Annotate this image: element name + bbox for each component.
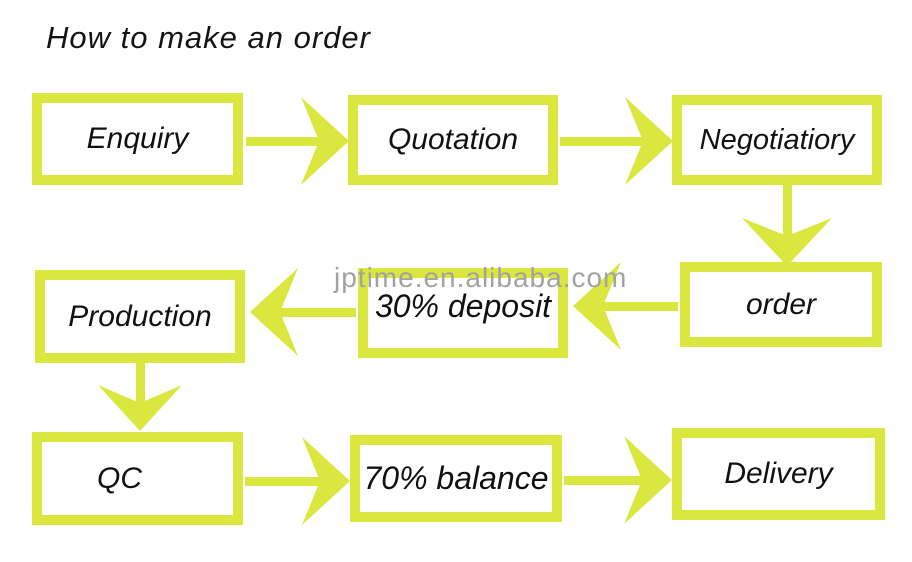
node-enquiry: Enquiry <box>32 93 243 185</box>
node-enquiry-label: Enquiry <box>86 122 189 155</box>
node-balance: 70% balance <box>350 435 562 522</box>
node-qc: QC <box>32 432 243 525</box>
arrow-deposit-to-production <box>250 268 356 356</box>
node-deposit: 30% deposit <box>358 268 568 358</box>
node-quotation: Quotation <box>348 95 558 185</box>
node-negotiation-label: Negotiatiory <box>699 123 855 156</box>
node-deposit-label: 30% deposit <box>374 288 552 324</box>
node-order-label: order <box>745 287 817 321</box>
arrow-order-to-deposit <box>573 262 678 350</box>
node-qc-label: QC <box>97 461 142 495</box>
node-quotation-label: Quotation <box>387 123 519 156</box>
node-negotiation: Negotiatiory <box>672 95 882 185</box>
arrow-enquiry-to-quotation <box>246 97 349 185</box>
node-production: Production <box>35 270 245 363</box>
node-delivery: Delivery <box>672 428 885 520</box>
node-balance-label: 70% balance <box>363 460 549 496</box>
arrow-qc-to-balance <box>245 437 350 525</box>
page-title: How to make an order <box>46 20 371 55</box>
node-production-label: Production <box>68 299 212 333</box>
arrow-production-to-qc <box>98 360 182 431</box>
arrow-negotiation-to-order <box>742 185 832 266</box>
node-delivery-label: Delivery <box>724 457 833 490</box>
node-order: order <box>680 262 882 347</box>
arrow-balance-to-delivery <box>564 436 672 524</box>
arrow-quotation-to-negotiation <box>560 97 673 185</box>
